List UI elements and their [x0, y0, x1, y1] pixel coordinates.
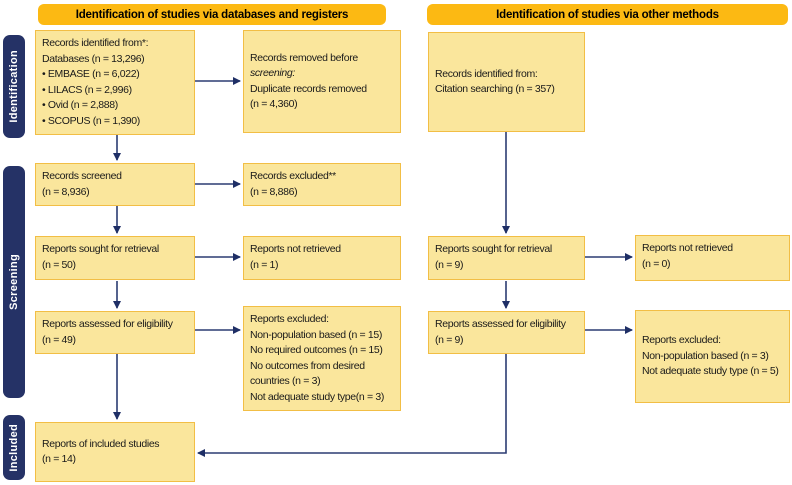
box-records-removed-before-screening: Records removed before screening: Duplic…: [243, 30, 401, 133]
text-line: Citation searching (n = 357): [435, 83, 555, 95]
text-line: Reports of included studies: [42, 437, 160, 450]
box-reports-not-retrieved-right: Reports not retrieved (n = 0): [635, 235, 790, 281]
text-line: (n = 0): [642, 257, 671, 270]
text-line: countries (n = 3): [250, 375, 321, 387]
text-line: (n = 1): [250, 258, 279, 271]
header-other-methods: Identification of studies via other meth…: [427, 4, 788, 25]
box-reports-assessed-right: Reports assessed for eligibility (n = 9): [428, 311, 585, 354]
text-line: Reports assessed for eligibility: [42, 318, 173, 330]
text-line: Non-population based (n = 3): [642, 349, 769, 362]
text-line: (n = 8,886): [250, 185, 298, 198]
sidebar-included: Included: [3, 415, 25, 480]
text-line: Records identified from:: [435, 67, 538, 80]
text-line: Records identified from*:: [42, 37, 149, 49]
text-line: screening:: [250, 67, 295, 79]
box-reports-excluded-left: Reports excluded: Non-population based (n…: [243, 306, 401, 411]
text-line: Not adequate study type (n = 5): [642, 365, 779, 378]
box-reports-included: Reports of included studies (n = 14): [35, 422, 195, 482]
text-line: (n = 50): [42, 258, 76, 271]
text-line: Duplicate records removed: [250, 82, 367, 95]
text-line: Reports sought for retrieval: [42, 243, 159, 255]
arrow-assessed-right-to-included: [197, 353, 507, 457]
text-line: Reports assessed for eligibility: [435, 318, 566, 330]
text-line: Reports excluded:: [250, 313, 329, 325]
sidebar-identification: Identification: [3, 35, 25, 138]
text-line: • SCOPUS (n = 1,390): [42, 114, 140, 127]
box-reports-assessed-left: Reports assessed for eligibility (n = 49): [35, 311, 195, 354]
box-reports-sought-left: Reports sought for retrieval (n = 50): [35, 236, 195, 280]
text-line: Non-population based (n = 15): [250, 328, 382, 341]
box-records-identified-databases: Records identified from*: Databases (n = …: [35, 30, 195, 135]
text-line: Records screened: [42, 170, 122, 182]
text-line: Reports excluded:: [642, 334, 721, 347]
text-line: Reports not retrieved: [250, 243, 341, 255]
text-line: Not adequate study type(n = 3): [250, 390, 384, 403]
text-line: (n = 4,360): [250, 98, 298, 110]
text-line: Records excluded**: [250, 170, 336, 182]
text-line: (n = 14): [42, 453, 76, 465]
text-line: Databases (n = 13,296): [42, 52, 145, 65]
text-line: No required outcomes (n = 15): [250, 344, 383, 356]
sidebar-screening: Screening: [3, 166, 25, 398]
box-reports-sought-right: Reports sought for retrieval (n = 9): [428, 236, 585, 280]
text-line: Reports sought for retrieval: [435, 243, 552, 255]
text-line: • LILACS (n = 2,996): [42, 83, 132, 96]
box-records-identified-citation: Records identified from: Citation searchi…: [428, 32, 585, 132]
text-line: (n = 8,936): [42, 185, 90, 198]
text-line: No outcomes from desired: [250, 359, 365, 372]
text-line: (n = 9): [435, 258, 464, 271]
header-databases-registers: Identification of studies via databases …: [38, 4, 386, 25]
text-line: Records removed before: [250, 51, 358, 64]
box-reports-excluded-right: Reports excluded: Non-population based (n…: [635, 310, 790, 403]
box-records-excluded: Records excluded** (n = 8,886): [243, 163, 401, 206]
text-line: (n = 49): [42, 333, 76, 346]
text-line: Reports not retrieved: [642, 242, 733, 254]
text-line: (n = 9): [435, 333, 464, 346]
text-line: • EMBASE (n = 6,022): [42, 68, 140, 80]
box-reports-not-retrieved-left: Reports not retrieved (n = 1): [243, 236, 401, 280]
text-line: • Ovid (n = 2,888): [42, 99, 118, 111]
box-records-screened: Records screened (n = 8,936): [35, 163, 195, 206]
